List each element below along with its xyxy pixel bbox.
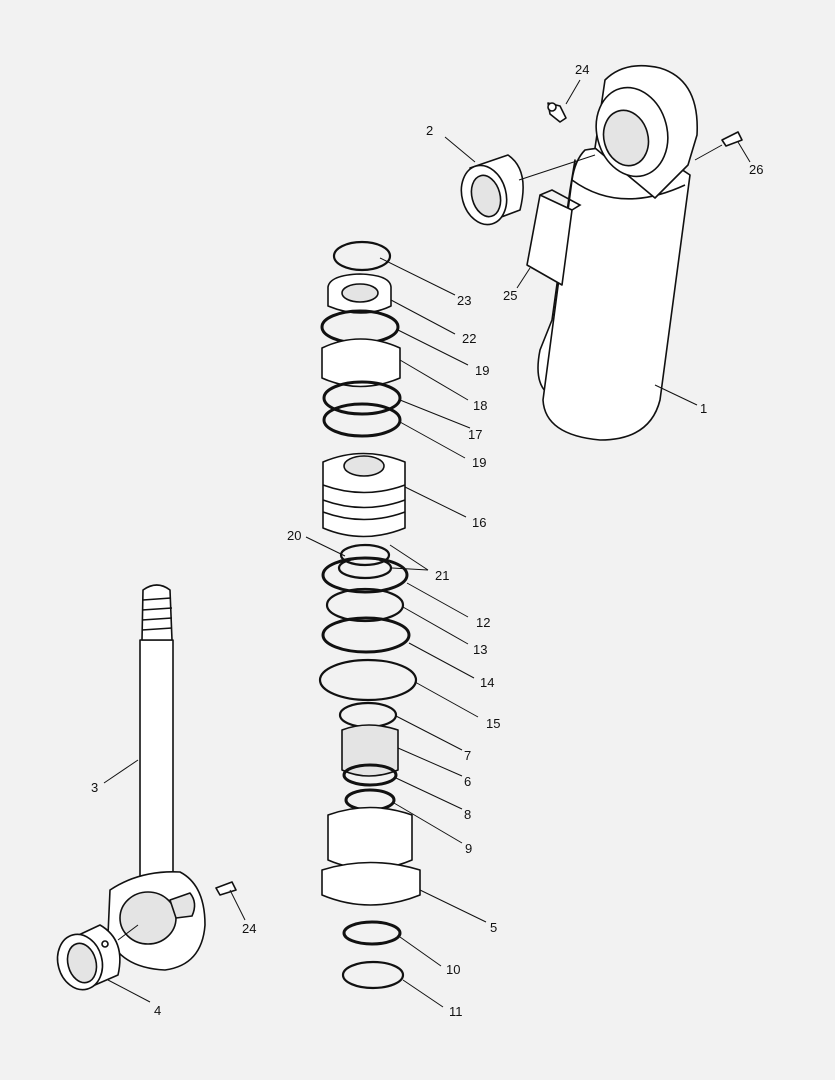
callout-24-bottom: 24 xyxy=(242,921,256,936)
leader-lines xyxy=(103,79,751,1008)
callout-16: 16 xyxy=(472,515,486,530)
callout-25: 25 xyxy=(503,288,517,303)
callout-15: 15 xyxy=(486,716,500,731)
callout-12: 12 xyxy=(476,615,490,630)
callout-13: 13 xyxy=(473,642,487,657)
callout-labels: 1 2 3 4 5 6 7 8 9 10 11 12 13 14 15 16 1… xyxy=(91,62,763,1019)
cylinder-barrel xyxy=(526,64,698,441)
callout-8: 8 xyxy=(464,807,471,822)
screw-26 xyxy=(721,131,743,147)
callout-24-top: 24 xyxy=(575,62,589,77)
callout-17: 17 xyxy=(468,427,482,442)
grease-fitting-top xyxy=(547,102,567,123)
piston-rod xyxy=(107,584,206,971)
callout-10: 10 xyxy=(446,962,460,977)
grease-fitting-bottom xyxy=(215,881,237,896)
callout-9: 9 xyxy=(465,841,472,856)
callout-22: 22 xyxy=(462,331,476,346)
callout-14: 14 xyxy=(480,675,494,690)
callout-23: 23 xyxy=(457,293,471,308)
callout-11: 11 xyxy=(449,1004,463,1019)
bushing-4 xyxy=(56,924,121,991)
bushing-2 xyxy=(460,154,524,226)
callout-26: 26 xyxy=(749,162,763,177)
seal-stack xyxy=(318,240,421,990)
callout-7: 7 xyxy=(464,748,471,763)
callout-3: 3 xyxy=(91,780,98,795)
callout-19-upper: 19 xyxy=(475,363,489,378)
callout-20: 20 xyxy=(287,528,301,543)
callout-18: 18 xyxy=(473,398,487,413)
callout-5: 5 xyxy=(490,920,497,935)
callout-19-lower: 19 xyxy=(472,455,486,470)
callout-1: 1 xyxy=(700,401,707,416)
callout-4: 4 xyxy=(154,1003,161,1018)
callout-6: 6 xyxy=(464,774,471,789)
callout-2: 2 xyxy=(426,123,433,138)
callout-21: 21 xyxy=(435,568,449,583)
